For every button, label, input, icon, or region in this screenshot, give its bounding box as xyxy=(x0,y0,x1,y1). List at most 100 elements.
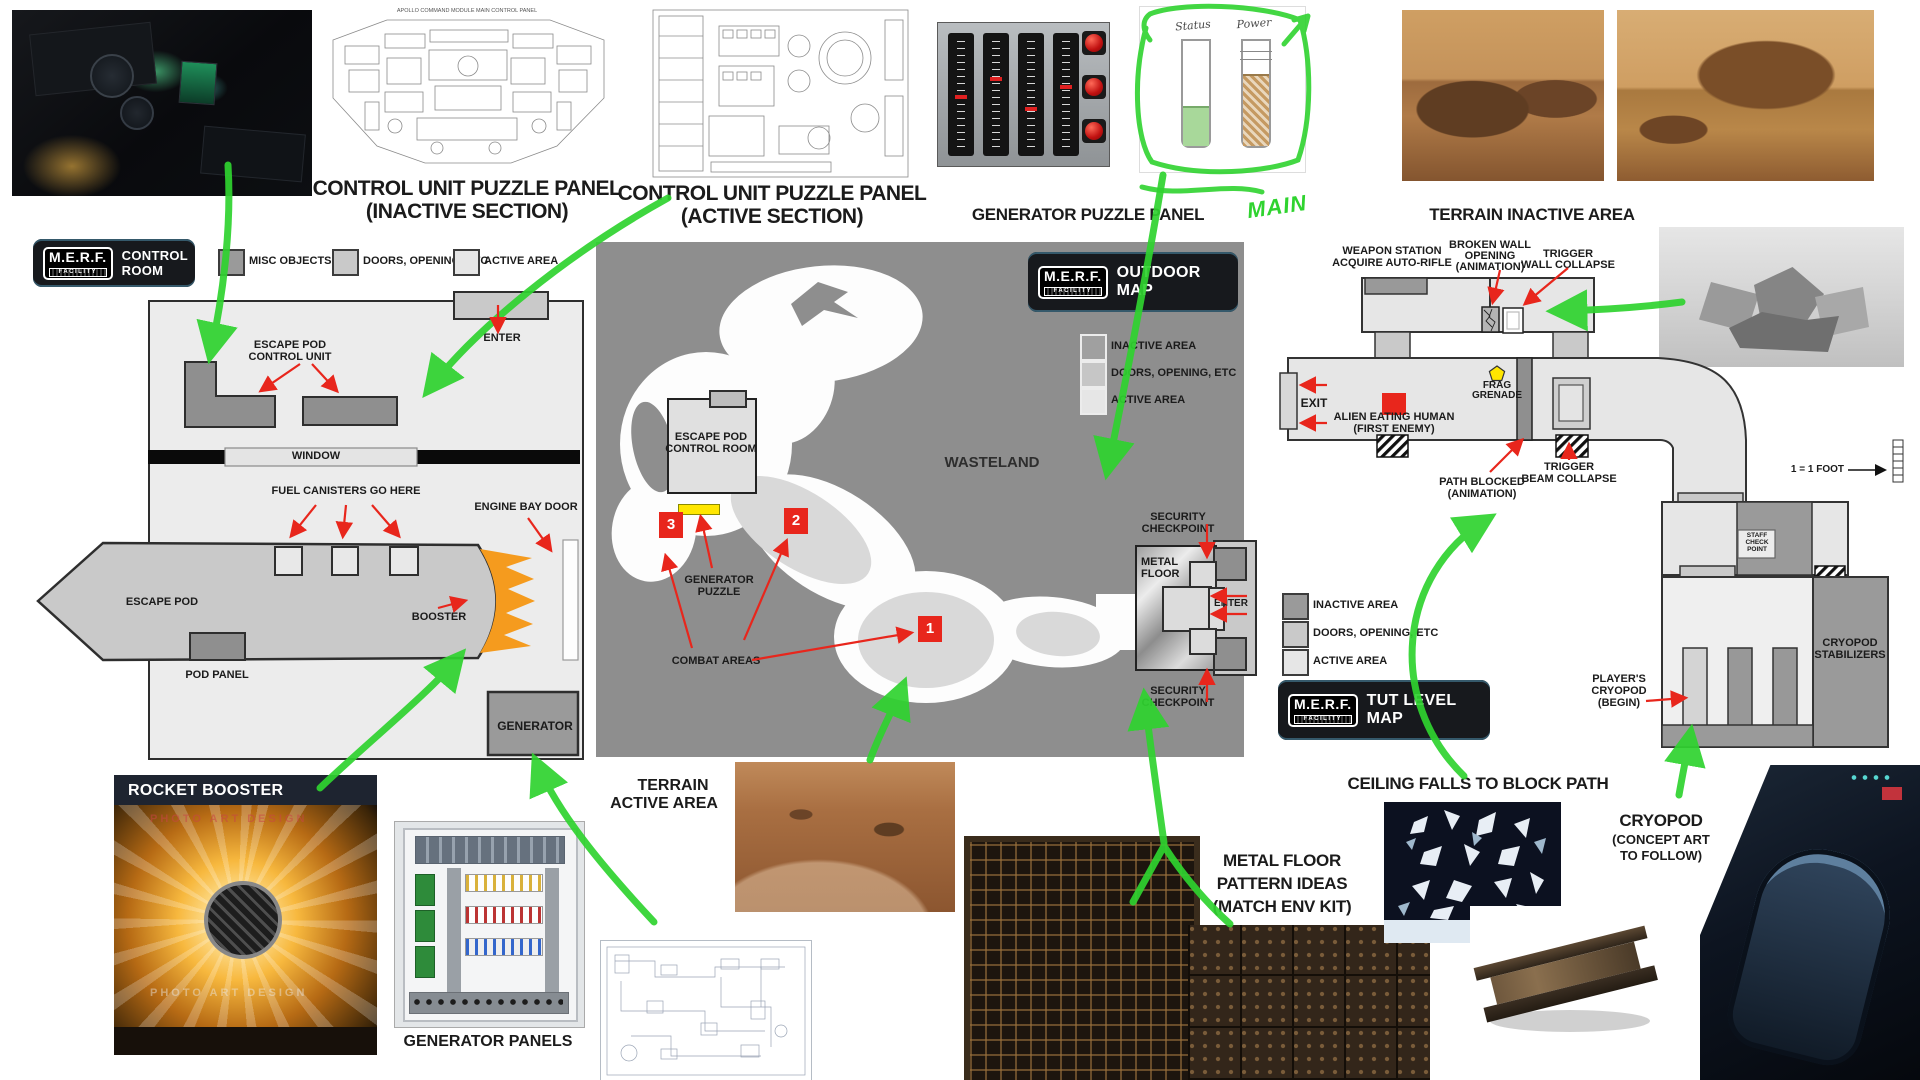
map-legend-swatch-inactive xyxy=(1080,334,1107,361)
red-button xyxy=(1082,31,1106,55)
legend-swatch-doors xyxy=(332,249,359,276)
map-legend-swatch-active xyxy=(1080,388,1107,415)
cabinet-frame xyxy=(447,868,461,992)
schematic-line-art xyxy=(332,19,605,164)
combat-marker-1: 1 xyxy=(918,616,942,642)
generator-puzzle-label-2: PUZZLE xyxy=(697,586,741,598)
stabilizers-label-1: CRYOPOD xyxy=(1822,637,1878,649)
terrain-inactive-photo-1 xyxy=(1402,10,1604,181)
alien-marker xyxy=(1382,393,1406,415)
sketch-status-label: Status xyxy=(1174,17,1212,34)
slider-column xyxy=(1053,33,1079,156)
path-blocked-bar xyxy=(1516,357,1533,441)
terrain-active-photo xyxy=(735,762,955,912)
terrain-active-label-2: ACTIVE AREA xyxy=(610,795,718,812)
wiring-schematic xyxy=(600,940,812,1080)
slider-column xyxy=(983,33,1009,156)
metal-floor-ideas-label-2: PATTERN IDEAS xyxy=(1216,874,1348,893)
rocket-hub xyxy=(204,881,282,959)
window-glass xyxy=(224,447,418,467)
map-legend-swatch-doors xyxy=(1080,361,1107,388)
cryopod-screen xyxy=(1882,787,1902,800)
cockpit-photo xyxy=(12,10,312,196)
plc-module-row xyxy=(415,836,565,864)
terrain-inactive-photo-2 xyxy=(1617,10,1874,181)
sketch-tube-power xyxy=(1240,39,1272,148)
engine-bay-door-shape xyxy=(562,539,579,661)
broken-wall-icon xyxy=(1481,306,1500,333)
generator-panel-label: GENERATOR PUZZLE PANEL xyxy=(971,205,1205,224)
merf-logo-text: M.E.R.F. xyxy=(49,248,107,265)
control-room-badge: M.E.R.F. FACILITY CONTROL ROOM xyxy=(33,239,195,287)
exit-door-shape xyxy=(1279,372,1298,430)
security-top-label-1: SECURITY xyxy=(1150,511,1206,523)
outdoor-map-terrain xyxy=(611,265,1141,703)
security-bottom-label-2: CHECKPOINT xyxy=(1141,697,1215,709)
merf-logo-sub: FACILITY xyxy=(1294,714,1352,724)
generator-puzzle-label-1: GENERATOR xyxy=(684,574,754,586)
map-legend-label-doors: DOORS, OPENING, ETC xyxy=(1111,367,1237,379)
generator-puzzle-marker xyxy=(678,504,720,515)
fuel-slot xyxy=(389,546,419,576)
cockpit-gauge xyxy=(90,54,134,98)
terrain-active-label-1: TERRAIN xyxy=(637,777,709,794)
checkpoint-enter-room xyxy=(1162,586,1212,632)
booster-flame xyxy=(480,549,535,653)
combat-marker-3: 3 xyxy=(659,512,683,538)
stabilizers-label-2: STABILIZERS xyxy=(1814,649,1886,661)
breaker-row xyxy=(465,906,543,924)
tut-legend-label-inactive: INACTIVE AREA xyxy=(1313,599,1399,611)
rocket-watermark-bottom: PHOTO ART DESIGN xyxy=(150,987,308,999)
slider-column xyxy=(948,33,974,156)
sketch-tube-status xyxy=(1181,39,1211,148)
trigger-hatch xyxy=(1555,434,1589,458)
red-button xyxy=(1082,119,1106,143)
tut-legend-swatch-active xyxy=(1282,649,1309,676)
broken-wall-label-1: BROKEN WALL xyxy=(1449,239,1531,251)
player-cryopod-label-2: CRYOPOD xyxy=(1591,685,1647,697)
cryopod-label-3: TO FOLLOW) xyxy=(1619,848,1703,863)
active-panel-label: CONTROL UNIT PUZZLE PANEL xyxy=(617,182,927,205)
plan-escape-pod-label: ESCAPE POD xyxy=(125,596,199,608)
merf-logo-text: M.E.R.F. xyxy=(1044,267,1102,284)
pcb-strip xyxy=(415,910,435,942)
beam-shadow xyxy=(1490,1010,1650,1032)
generator-shape xyxy=(486,690,580,757)
inactive-panel-schematic xyxy=(325,6,612,171)
plan-pod-panel-label: POD PANEL xyxy=(185,669,249,681)
frag-label-2: GRENADE xyxy=(1471,390,1523,401)
pcb-strip xyxy=(415,946,435,978)
trigger-hatch xyxy=(1376,434,1409,458)
staff-checkpoint-box xyxy=(1737,529,1776,559)
outdoor-map-badge-title: OUTDOOR MAP xyxy=(1116,264,1201,299)
slider-column xyxy=(1018,33,1044,156)
fuel-slot xyxy=(274,546,303,576)
tut-legend-swatch-doors xyxy=(1282,621,1309,648)
plan-window-label: WINDOW xyxy=(291,450,341,462)
cryopod-stabilizers-block xyxy=(1812,576,1889,748)
ceiling-falls-label: CEILING FALLS TO BLOCK PATH xyxy=(1347,774,1609,793)
steel-beam-photo xyxy=(1470,906,1665,1053)
merf-logo: M.E.R.F. FACILITY xyxy=(1038,265,1108,299)
broken-wall-label-3: (ANIMATION) xyxy=(1455,261,1525,273)
metal-floor-ideas-label-1: METAL FLOOR xyxy=(1223,851,1341,870)
rocket-booster-title: ROCKET BOOSTER xyxy=(128,782,284,799)
weapon-station-label-2: ACQUIRE AUTO-RIFLE xyxy=(1332,257,1452,269)
exit-label: EXIT xyxy=(1300,396,1328,410)
rocket-watermark-top: PHOTO ART DESIGN xyxy=(150,813,308,825)
wall-collapse-door-icon xyxy=(1502,307,1524,334)
alien-label-2: (FIRST ENEMY) xyxy=(1353,423,1435,435)
active-panel-label-2: (ACTIVE SECTION) xyxy=(680,205,864,228)
sketch-main-note: MAIN xyxy=(1245,189,1309,224)
metal-grate-photo-1 xyxy=(964,836,1200,1080)
plan-shapes xyxy=(36,361,580,757)
merf-logo: M.E.R.F. FACILITY xyxy=(1288,693,1358,727)
cryopod-lights xyxy=(1850,775,1894,780)
control-unit-l-shape xyxy=(184,361,276,428)
map-control-room-door xyxy=(709,390,747,408)
metal-floor-label-1: METAL xyxy=(1141,556,1179,568)
generator-panels-photo xyxy=(394,821,585,1028)
schematic-line-art xyxy=(652,9,909,178)
generator-puzzle-panel-photo xyxy=(937,22,1110,167)
inactive-panel-label-2: (INACTIVE SECTION) xyxy=(365,200,569,223)
